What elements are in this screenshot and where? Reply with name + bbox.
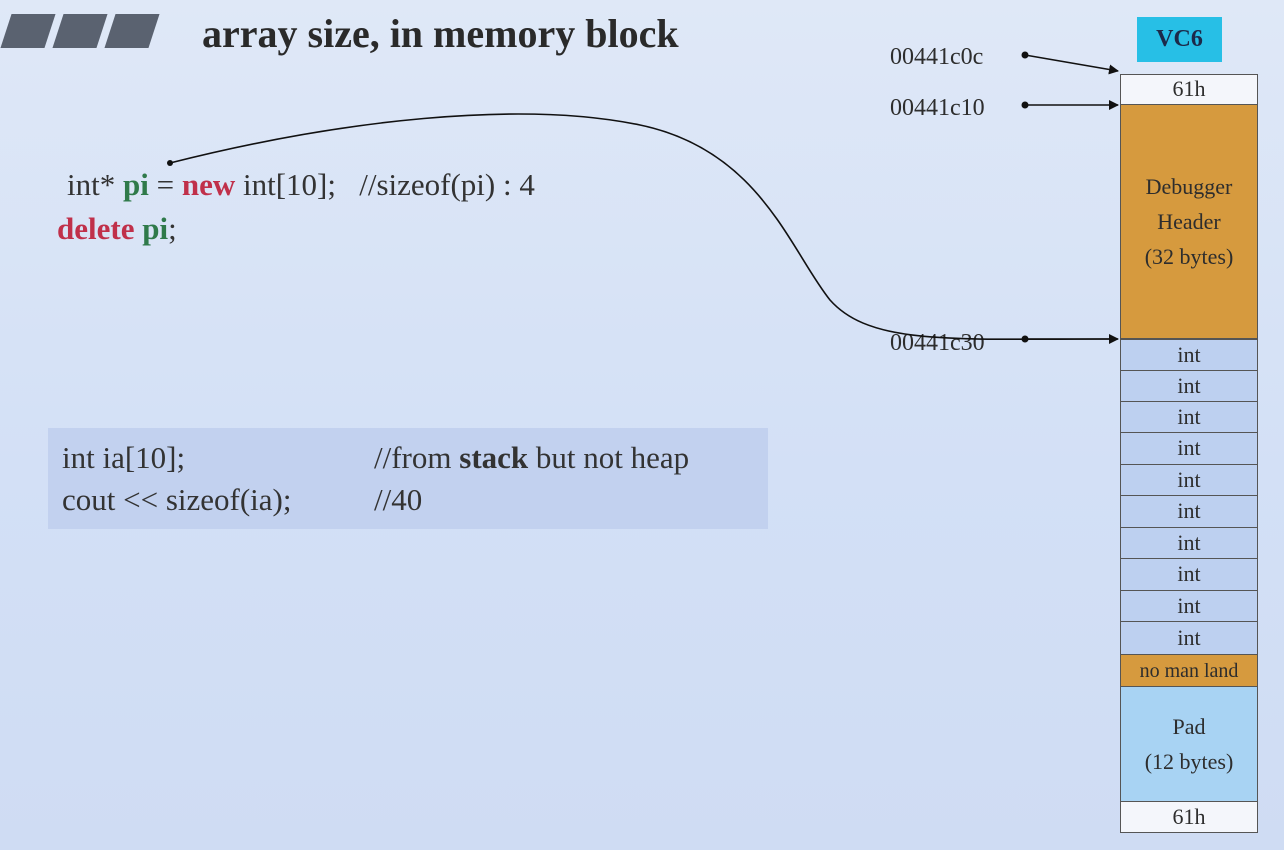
stack-line-2-code: cout << sizeof(ia); xyxy=(62,482,292,517)
stack-code-box xyxy=(48,428,768,529)
debugger-header-line-3: (32 bytes) xyxy=(1144,244,1234,270)
memory-int-cell: int xyxy=(1120,339,1258,371)
code-var-pi: pi xyxy=(122,167,149,202)
memory-int-cell: int xyxy=(1120,527,1258,559)
memory-int-cell: int xyxy=(1120,432,1258,465)
debugger-header-line-1: Debugger xyxy=(1145,173,1233,199)
memory-int-cell: int xyxy=(1120,495,1258,528)
address-label-1: 00441c0c xyxy=(890,44,984,70)
slide-title: array size, in memory block xyxy=(202,11,679,56)
code-comment-sizeof-pi: //sizeof(pi) : 4 xyxy=(359,167,535,202)
stack-line-1-comment: //from stack but not heap xyxy=(374,440,689,476)
memory-debugger-header: Debugger Header (32 bytes) xyxy=(1120,104,1258,339)
address-arrow-2 xyxy=(1021,100,1119,110)
memory-int-cell: int xyxy=(1120,621,1258,655)
code-keyword-delete: delete xyxy=(57,211,135,246)
code-eq: = xyxy=(156,167,175,202)
pointer-curve xyxy=(167,113,1111,341)
address-label-2: 00441c10 xyxy=(890,95,985,121)
memory-int-cell: int xyxy=(1120,401,1258,433)
stack-line-2-comment: //40 xyxy=(374,482,423,517)
code-line-delete: delete pi; xyxy=(57,211,177,247)
code-type: int* xyxy=(67,167,116,202)
memory-no-man-land: no man land xyxy=(1120,654,1258,687)
stack-comment-bold: stack xyxy=(459,440,529,475)
stack-comment-pre: //from xyxy=(374,440,452,475)
compiler-badge: VC6 xyxy=(1137,17,1222,62)
code-int-array: int[10]; xyxy=(242,167,336,202)
pad-line-2: (12 bytes) xyxy=(1144,749,1234,774)
memory-int-cell: int xyxy=(1120,558,1258,591)
code-line-new: int* pi = new int[10]; //sizeof(pi) : 4 xyxy=(67,167,535,203)
code-semicolon: ; xyxy=(168,211,177,246)
stack-comment-post: but not heap xyxy=(535,440,690,475)
memory-int-cell: int xyxy=(1120,464,1258,496)
stack-line-1-code: int ia[10]; xyxy=(62,440,186,475)
code-keyword-new: new xyxy=(181,167,236,202)
memory-tail-cookie: 61h xyxy=(1120,801,1258,833)
pad-line-1: Pad xyxy=(1172,713,1206,739)
code-var-pi-2: pi xyxy=(142,211,169,246)
memory-pad: Pad (12 bytes) xyxy=(1120,686,1258,802)
address-arrow-1 xyxy=(1021,51,1119,75)
debugger-header-line-2: Header xyxy=(1157,208,1221,234)
